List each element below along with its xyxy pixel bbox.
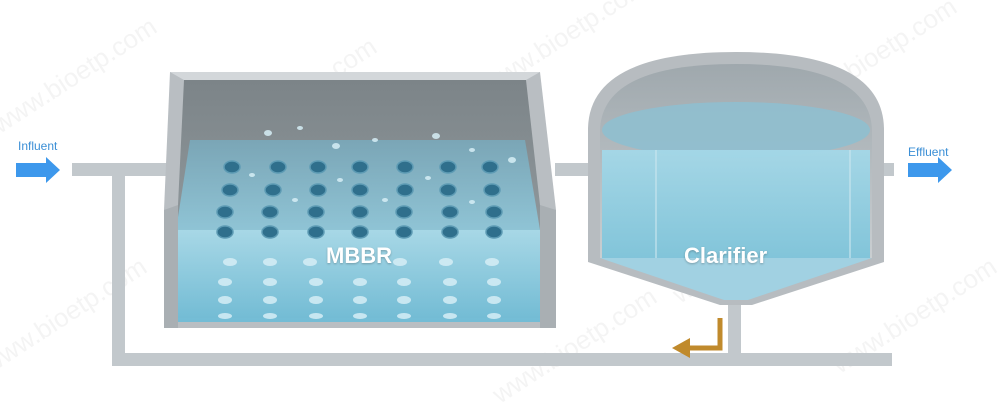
sludge-outlet-pipe	[728, 300, 741, 360]
arrow-left-icon	[688, 318, 720, 348]
clarifier-label: Clarifier	[684, 243, 767, 269]
influent-label: Influent	[18, 139, 57, 153]
diagram-canvas	[0, 0, 1000, 401]
effluent-label: Effluent	[908, 145, 948, 159]
mbbr-tank	[164, 72, 556, 328]
process-diagram: www.bioetp.com www.bioetp.com www.bioetp…	[0, 0, 1000, 401]
arrow-right-icon	[16, 157, 60, 183]
recycle-pipe-left	[112, 176, 125, 366]
mbbr-label: MBBR	[326, 243, 392, 269]
arrow-right-icon	[908, 157, 952, 183]
recycle-pipe-bottom	[112, 353, 892, 366]
